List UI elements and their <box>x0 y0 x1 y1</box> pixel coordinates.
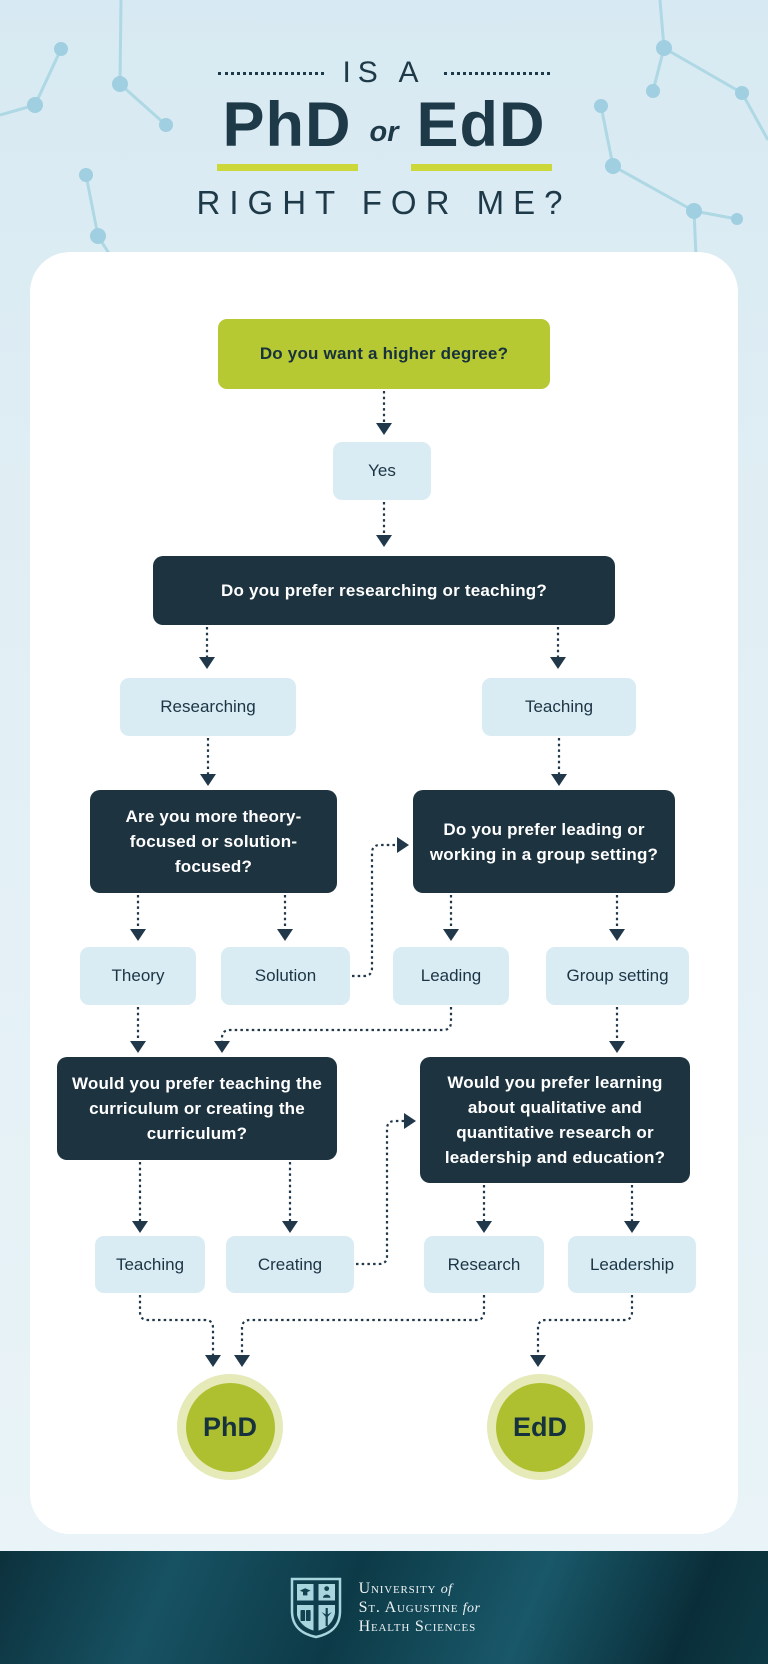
node-answer-leading: Leading <box>393 947 509 1005</box>
result-phd-label: PhD <box>185 1382 275 1472</box>
title-or: or <box>369 116 399 149</box>
title-row: PhD or EdD <box>0 92 768 172</box>
university-shield-icon <box>290 1577 341 1638</box>
wordmark-line-2: St. Augustine for <box>358 1598 481 1616</box>
footer: University of St. Augustine for Health S… <box>0 1551 768 1664</box>
wordmark-line-1: University of <box>358 1579 453 1597</box>
node-question-theory-or-solution: Are you more theory-focused or solution-… <box>90 790 337 893</box>
title-phd: PhD <box>216 92 358 172</box>
kicker-dotted-line-left <box>218 71 325 75</box>
node-answer-teaching-curriculum: Teaching <box>95 1236 205 1293</box>
node-question-research-or-teach: Do you prefer researching or teaching? <box>153 556 615 625</box>
wordmark-line-3: Health Sciences <box>358 1617 476 1635</box>
kicker-row: IS A <box>0 56 768 90</box>
node-answer-solution: Solution <box>221 947 350 1005</box>
node-answer-leadership: Leadership <box>568 1236 696 1293</box>
result-edd-circle: EdD <box>487 1374 593 1480</box>
node-answer-theory: Theory <box>80 947 196 1005</box>
kicker-text: IS A <box>342 56 426 89</box>
node-question-degree: Do you want a higher degree? <box>218 319 550 389</box>
node-question-leading-or-group: Do you prefer leading or working in a gr… <box>413 790 675 893</box>
node-answer-researching: Researching <box>120 678 296 736</box>
header: IS A PhD or EdD RIGHT FOR ME? <box>0 56 768 222</box>
result-edd-label: EdD <box>495 1382 585 1472</box>
subtitle: RIGHT FOR ME? <box>196 184 572 222</box>
title-edd: EdD <box>410 92 552 172</box>
node-question-learning: Would you prefer learning about qualitat… <box>420 1057 690 1183</box>
node-answer-yes: Yes <box>333 442 431 500</box>
node-answer-group-setting: Group setting <box>546 947 689 1005</box>
node-answer-teaching: Teaching <box>482 678 636 736</box>
node-answer-creating: Creating <box>226 1236 354 1293</box>
node-question-curriculum: Would you prefer teaching the curriculum… <box>57 1057 337 1160</box>
node-answer-research: Research <box>424 1236 544 1293</box>
university-wordmark: University of St. Augustine for Health S… <box>359 1580 481 1636</box>
result-phd-circle: PhD <box>177 1374 283 1480</box>
kicker-dotted-line-right <box>443 71 550 75</box>
